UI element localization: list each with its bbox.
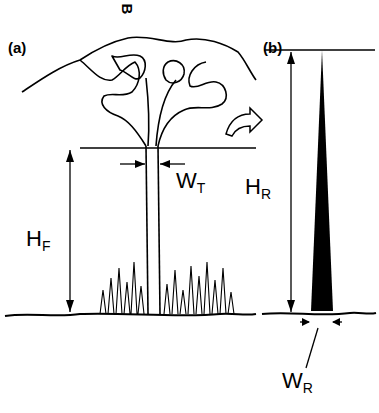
label-subscript: R bbox=[261, 186, 271, 202]
arrowheads bbox=[66, 52, 340, 326]
panel-tag: (b) bbox=[263, 40, 282, 56]
label-text: W bbox=[282, 368, 303, 393]
tree-trunk bbox=[146, 146, 160, 314]
dimension-label: HF bbox=[26, 228, 50, 250]
label-text: W bbox=[176, 168, 197, 193]
transform-arrow bbox=[226, 108, 262, 136]
grass-spikes bbox=[100, 262, 234, 314]
panel-tag: (a) bbox=[8, 40, 26, 56]
label-text: H bbox=[26, 226, 42, 251]
dimension-label: HR bbox=[245, 176, 271, 198]
label-subscript: T bbox=[197, 180, 206, 196]
label-text: H bbox=[245, 174, 261, 199]
label-subscript: R bbox=[303, 380, 313, 396]
dimension-lines bbox=[70, 50, 375, 368]
label-text: (b) bbox=[263, 39, 282, 56]
label-text: B bbox=[119, 4, 136, 15]
dimension-label: WR bbox=[282, 370, 313, 392]
ground-line bbox=[5, 313, 376, 316]
corner-mark: B bbox=[119, 4, 135, 15]
label-subscript: F bbox=[42, 238, 51, 254]
label-text: (a) bbox=[8, 39, 26, 56]
tree-crown bbox=[22, 37, 256, 146]
reduced-tree-triangle bbox=[311, 50, 333, 311]
dimension-label: WT bbox=[176, 170, 205, 192]
